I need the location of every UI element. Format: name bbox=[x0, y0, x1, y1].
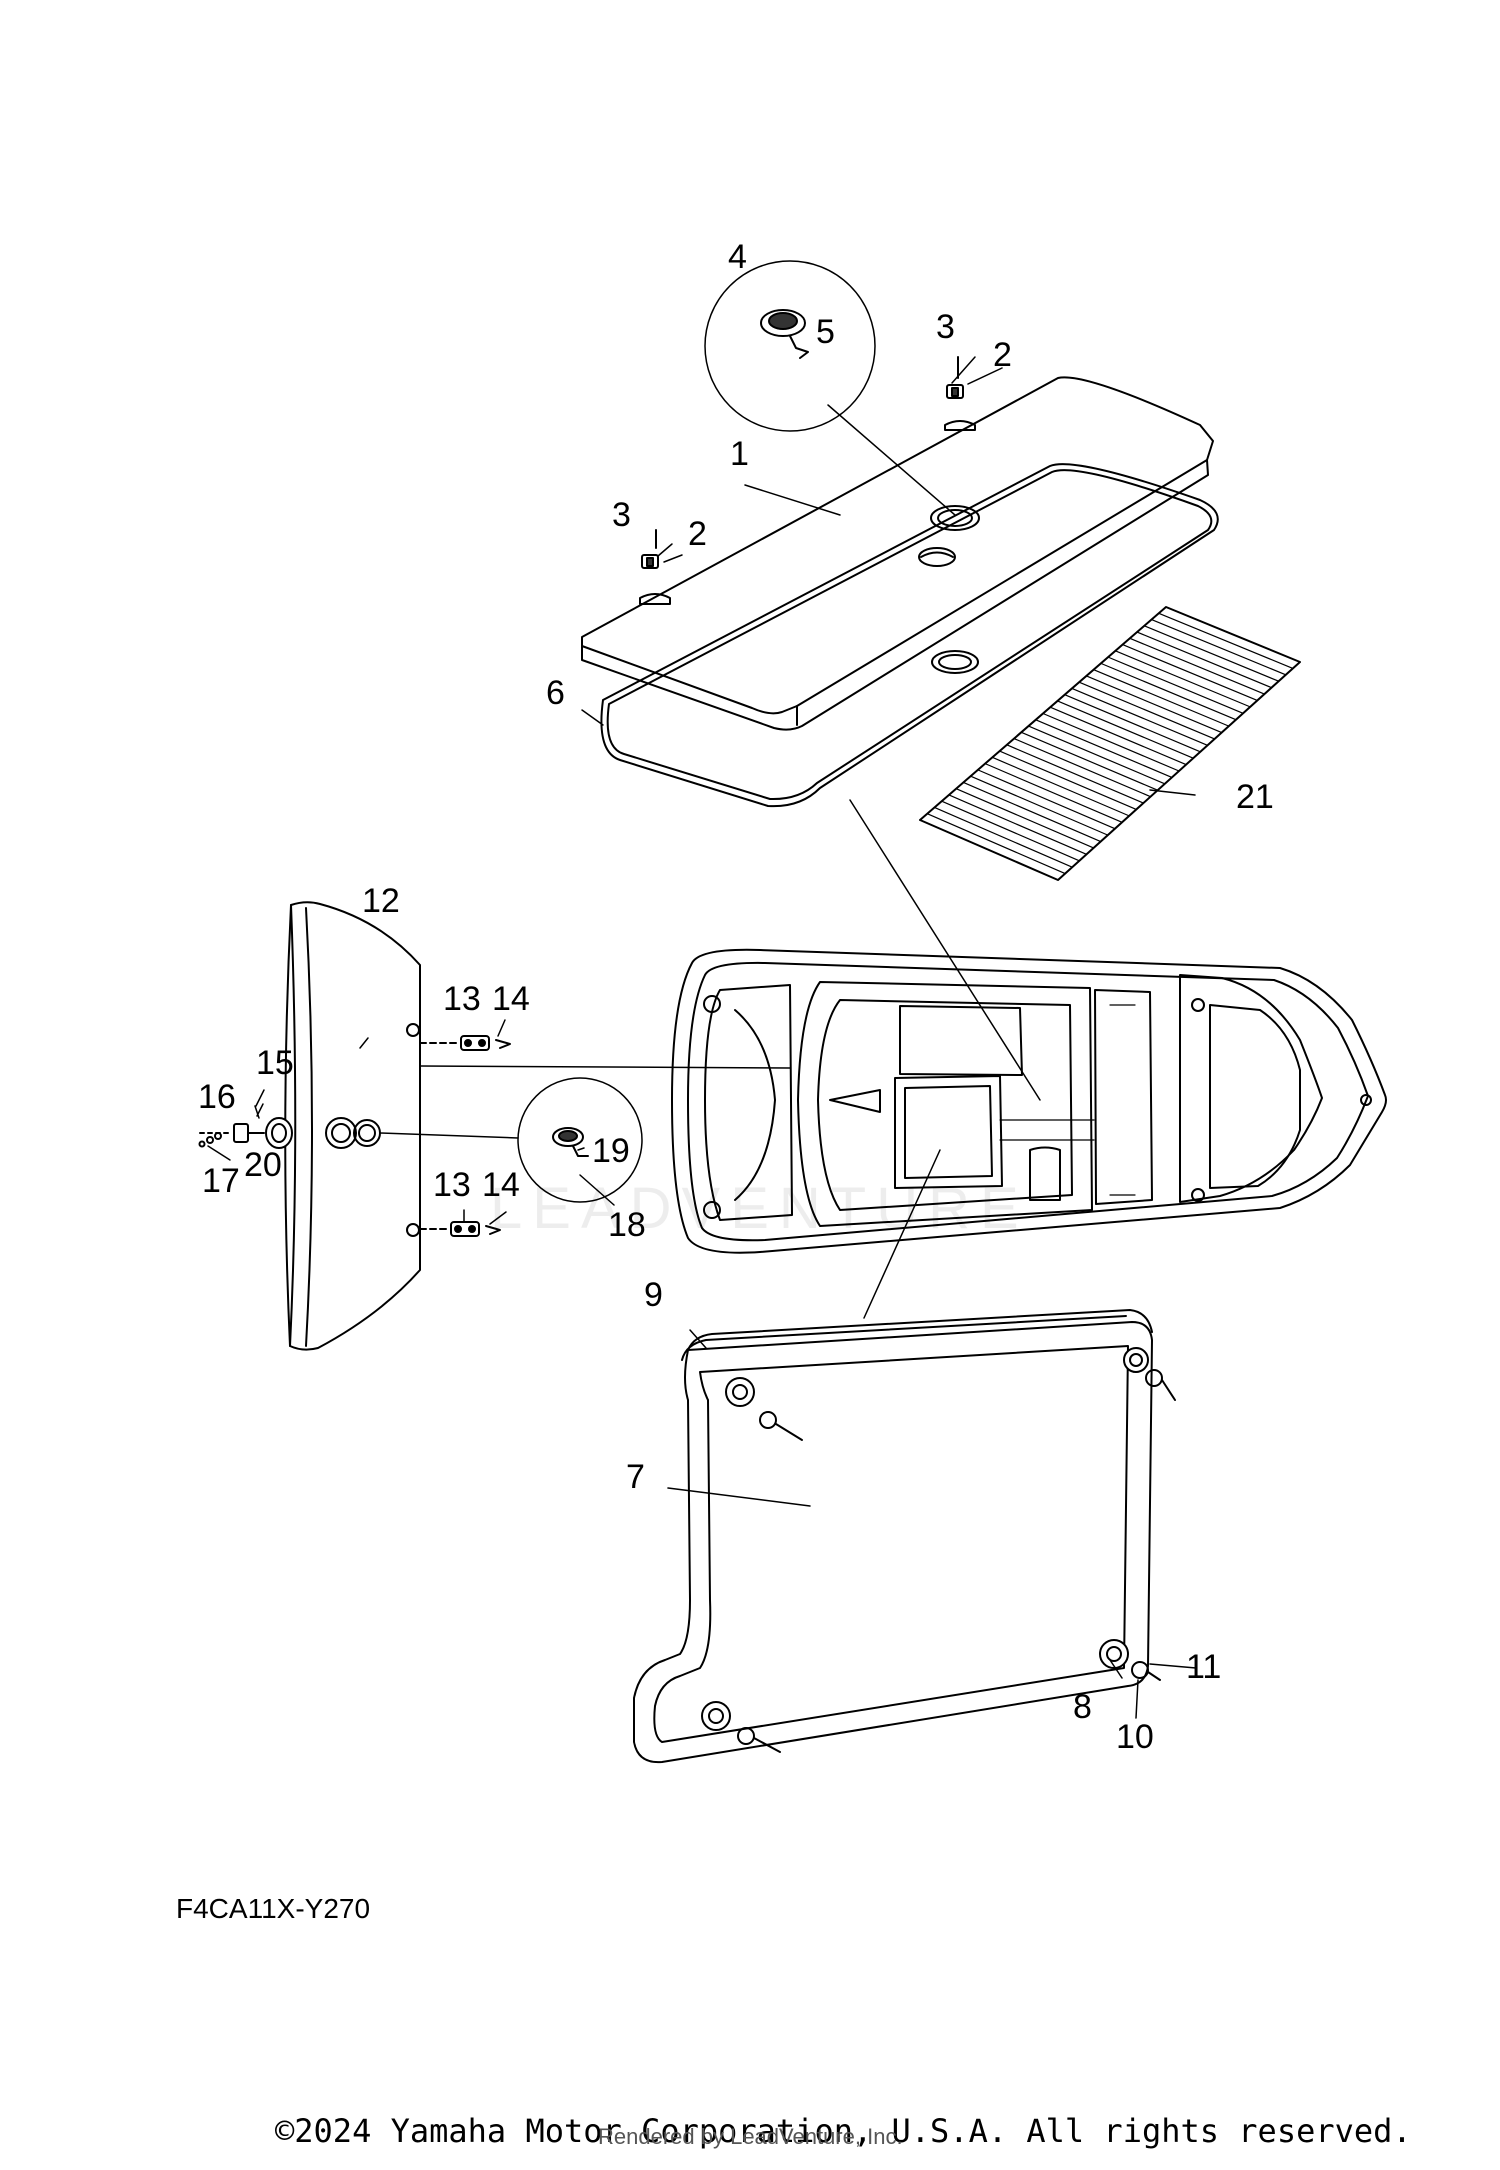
mat-hatch-line bbox=[933, 806, 1073, 868]
inset-detail-circle-top bbox=[704, 260, 956, 516]
callout-11: 11 bbox=[1186, 1648, 1221, 1686]
hinge-upper-left bbox=[641, 529, 659, 569]
callout-14-upper: 14 bbox=[492, 980, 530, 1018]
callout-10: 10 bbox=[1116, 1718, 1154, 1756]
mat-hatch-line bbox=[1064, 694, 1201, 753]
rendered-by-notice: Rendered by LeadVenture, Inc. bbox=[598, 2124, 903, 2149]
mat-hatch-line bbox=[1114, 650, 1251, 708]
transom-panel bbox=[284, 901, 421, 1351]
mat-hatch-line bbox=[1056, 700, 1194, 759]
boat-hull bbox=[671, 948, 1387, 1254]
latch-hardware-upper bbox=[419, 1035, 511, 1051]
callout-4: 4 bbox=[728, 238, 747, 276]
callout-16: 16 bbox=[198, 1078, 236, 1116]
mat-hatch-line bbox=[1107, 656, 1244, 714]
mat-hatch-line bbox=[1136, 631, 1273, 689]
mat-hatch-line bbox=[962, 781, 1102, 843]
inset-detail-circle-mid bbox=[379, 1077, 643, 1203]
callout-21: 21 bbox=[1236, 778, 1274, 816]
mat-hatch-line bbox=[1027, 725, 1166, 785]
callout-12: 12 bbox=[362, 882, 400, 920]
callout-19: 19 bbox=[592, 1132, 630, 1170]
callout-18: 18 bbox=[608, 1206, 646, 1244]
mat-hatch-line bbox=[1071, 687, 1209, 746]
callout-8: 8 bbox=[1073, 1688, 1092, 1726]
callout-15: 15 bbox=[256, 1044, 294, 1082]
mat-hatch-line bbox=[1121, 643, 1258, 702]
mat-hatch-line bbox=[1006, 744, 1145, 804]
mat-hatch-line bbox=[984, 763, 1123, 823]
mat-hatch-line bbox=[1049, 706, 1187, 766]
callout-14-lower: 14 bbox=[482, 1166, 520, 1204]
callout-labels: 1 2 2 3 3 4 5 6 7 8 9 10 11 12 13 13 14 … bbox=[176, 238, 1274, 1924]
mat-hatch-line bbox=[991, 756, 1130, 817]
mat-hatch-line bbox=[926, 813, 1066, 875]
callout-9: 9 bbox=[644, 1276, 663, 1314]
mat-hatch-line bbox=[970, 775, 1109, 836]
callout-2-left: 2 bbox=[688, 515, 707, 553]
callout-17: 17 bbox=[202, 1162, 240, 1200]
watermark-text: LEADVENTURE bbox=[490, 1176, 1029, 1241]
deck-mat bbox=[919, 606, 1301, 881]
mat-hatch-line bbox=[941, 800, 1080, 862]
mat-hatch-line bbox=[1093, 669, 1230, 727]
lower-hatch-panel bbox=[633, 1309, 1176, 1764]
callout-13-lower: 13 bbox=[433, 1166, 471, 1204]
leader-lines bbox=[207, 356, 1197, 1719]
lid-gasket bbox=[600, 463, 1219, 808]
mat-hatch-line bbox=[1078, 681, 1216, 740]
mat-hatch-line bbox=[998, 750, 1137, 811]
callout-20: 20 bbox=[244, 1146, 282, 1184]
callout-13-upper: 13 bbox=[443, 980, 481, 1018]
mat-hatch-line bbox=[1042, 712, 1180, 772]
callout-5: 5 bbox=[816, 313, 835, 351]
mat-hatch-line bbox=[955, 788, 1095, 849]
diagram-code: F4CA11X-Y270 bbox=[176, 1893, 370, 1924]
mat-hatch-line bbox=[1085, 675, 1223, 734]
mat-hatch-line bbox=[1035, 719, 1173, 779]
mat-hatch-line bbox=[1158, 612, 1294, 670]
drain-plug-hardware bbox=[198, 1103, 293, 1149]
callout-3-left: 3 bbox=[612, 496, 631, 534]
copyright-notice: ©2024 Yamaha Motor Corporation, U.S.A. A… bbox=[275, 2112, 1412, 2150]
callout-2-right: 2 bbox=[993, 336, 1012, 374]
mat-hatch-line bbox=[1013, 737, 1152, 798]
mat-hatch-line bbox=[1150, 618, 1287, 676]
callout-6: 6 bbox=[546, 674, 565, 712]
callout-7: 7 bbox=[626, 1458, 645, 1496]
mat-hatch-line bbox=[1100, 662, 1237, 721]
mat-hatch-line bbox=[1143, 625, 1280, 682]
mat-hatch-line bbox=[948, 794, 1088, 855]
callout-3-right: 3 bbox=[936, 308, 955, 346]
mat-hatch-line bbox=[1129, 637, 1266, 695]
mat-hatch-line bbox=[977, 769, 1116, 830]
hinge-upper-right bbox=[946, 356, 964, 399]
latch-hardware-lower bbox=[419, 1221, 501, 1237]
mat-hatch-line bbox=[1020, 731, 1159, 791]
callout-1: 1 bbox=[730, 435, 749, 473]
